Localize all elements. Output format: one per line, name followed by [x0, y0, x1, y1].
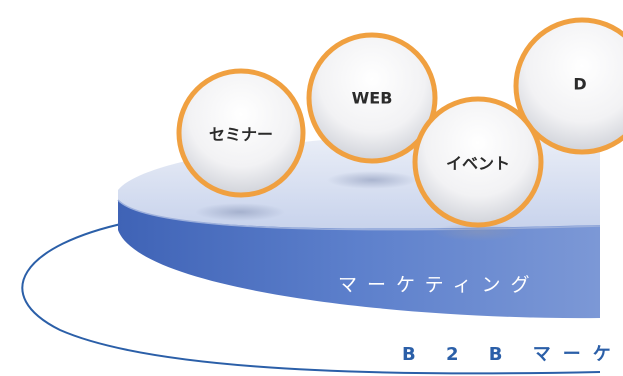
bubble-shadow	[433, 223, 523, 241]
outer-label: B 2 B マーケ	[402, 344, 623, 365]
bubble-event	[412, 96, 544, 228]
bubble-d	[513, 17, 623, 155]
platform-label: マーケティング	[338, 274, 540, 296]
bubble-label-seminar: セミナー	[208, 125, 274, 144]
bubble-seminar	[176, 68, 306, 198]
bubble-shadow	[327, 171, 417, 189]
bubble-shadow	[195, 203, 285, 221]
bubble-web	[306, 32, 438, 164]
bubble-label-d: D	[573, 74, 587, 94]
outer-ellipse	[21, 221, 601, 375]
bubble-label-event: イベント	[445, 154, 511, 173]
diagram-canvas	[21, 17, 623, 375]
bubble-label-web: WEB	[351, 88, 393, 108]
